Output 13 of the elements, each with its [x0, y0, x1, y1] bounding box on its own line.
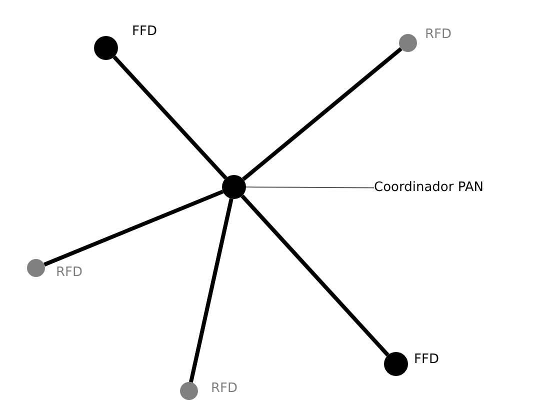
link-line	[242, 47, 402, 181]
node-label: Coordinador PAN	[374, 180, 484, 196]
device-label: RFD	[425, 27, 452, 43]
device-label: RFD	[56, 265, 83, 281]
device-label: RFD	[211, 381, 238, 397]
link-line	[112, 55, 228, 180]
link-line	[44, 190, 224, 266]
link-line	[240, 194, 390, 356]
leader-line	[246, 186, 374, 188]
device-label: FFD	[414, 352, 439, 368]
link-line	[188, 198, 234, 383]
device-label: FFD	[132, 24, 157, 40]
device-dot	[222, 175, 246, 199]
